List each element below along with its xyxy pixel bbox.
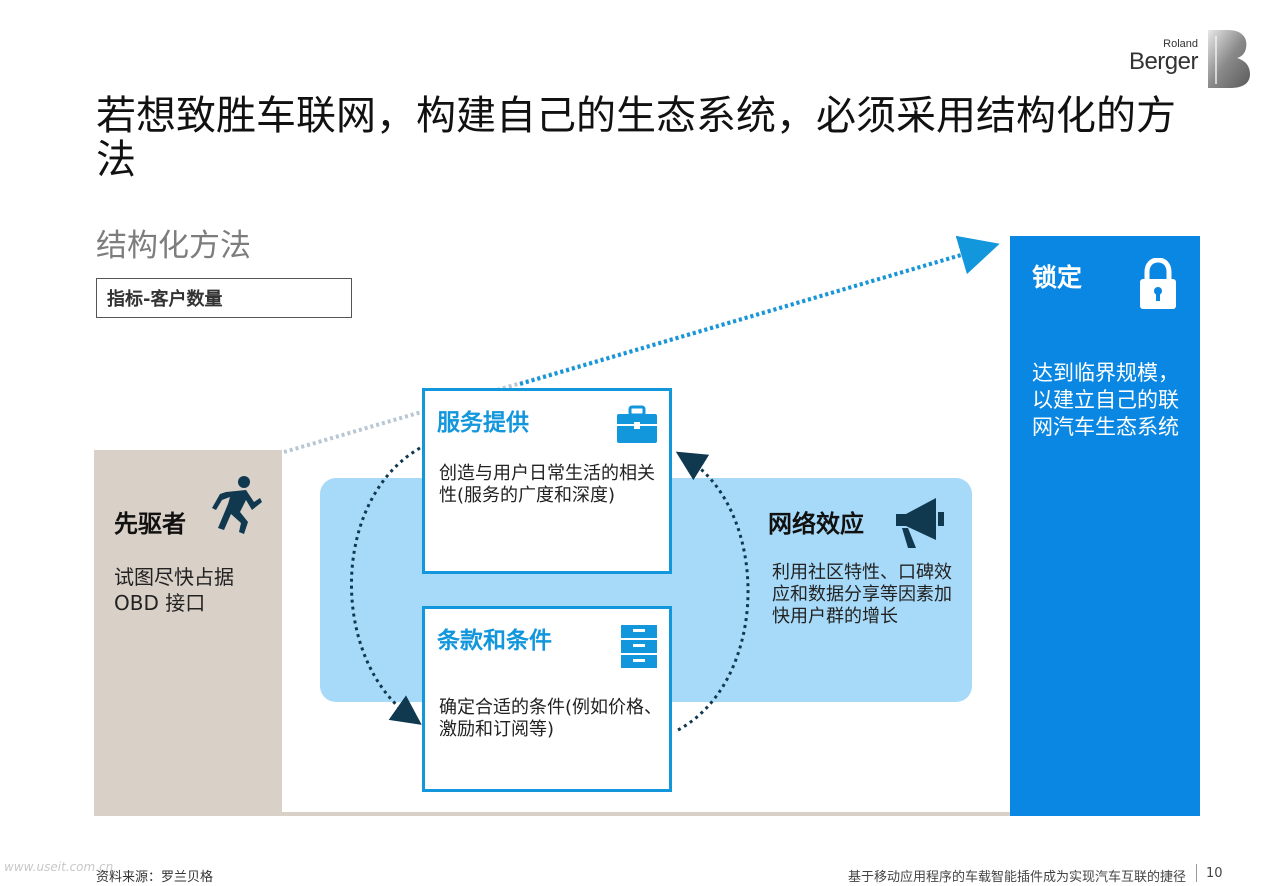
base-strip — [94, 812, 1012, 816]
footer-description: 基于移动应用程序的车载智能插件成为实现汽车互联的捷径 — [847, 870, 1186, 885]
pioneer-description: 试图尽快占据OBD 接口 — [114, 565, 234, 615]
metric-label-box: 指标-客户数量 — [96, 278, 352, 318]
section-subtitle: 结构化方法 — [96, 228, 251, 264]
terms-card-description: 确定合适的条件(例如价格、激励和订阅等) — [439, 697, 663, 740]
cycle-arrow-left — [350, 446, 422, 725]
lock-title: 锁定 — [1032, 263, 1083, 292]
logo-b-mark-icon — [1208, 30, 1250, 88]
footer-source: 资料来源：罗兰贝格 — [96, 870, 214, 885]
page-number: 10 — [1206, 866, 1223, 881]
terms-card: 条款和条件 确定合适的条件(例如价格、激励和订阅等) — [422, 606, 672, 792]
briefcase-icon — [617, 405, 657, 443]
roland-berger-logo: Roland Berger — [1118, 24, 1258, 90]
pioneer-band — [94, 450, 282, 816]
metric-label: 指标-客户数量 — [107, 289, 223, 310]
cycle-arrow-right — [675, 451, 750, 732]
watermark: www.useit.com.cn — [4, 860, 114, 874]
service-card-description: 创造与用户日常生活的相关性(服务的广度和深度) — [439, 463, 655, 506]
page-title: 若想致胜车联网，构建自己的生态系统，必须采用结构化的方法 — [96, 93, 1176, 183]
network-description: 利用社区特性、口碑效应和数据分享等因素加快用户群的增长 — [772, 562, 952, 627]
terms-card-title: 条款和条件 — [437, 628, 552, 654]
lock-description: 达到临界规模，以建立自己的联网汽车生态系统 — [1032, 361, 1179, 439]
lock-panel — [1010, 236, 1200, 816]
service-card-title: 服务提供 — [437, 410, 529, 436]
service-card: 服务提供 创造与用户日常生活的相关性(服务的广度和深度) — [422, 388, 672, 574]
running-person-icon — [212, 476, 262, 534]
footer-separator — [1196, 864, 1197, 882]
pioneer-title: 先驱者 — [114, 510, 186, 538]
megaphone-icon — [896, 498, 944, 548]
logo-text-roland: Roland — [1163, 38, 1198, 50]
padlock-icon — [1140, 258, 1176, 309]
network-title: 网络效应 — [768, 510, 864, 538]
filing-cabinet-icon — [621, 625, 657, 668]
logo-text-berger: Berger — [1128, 48, 1199, 75]
